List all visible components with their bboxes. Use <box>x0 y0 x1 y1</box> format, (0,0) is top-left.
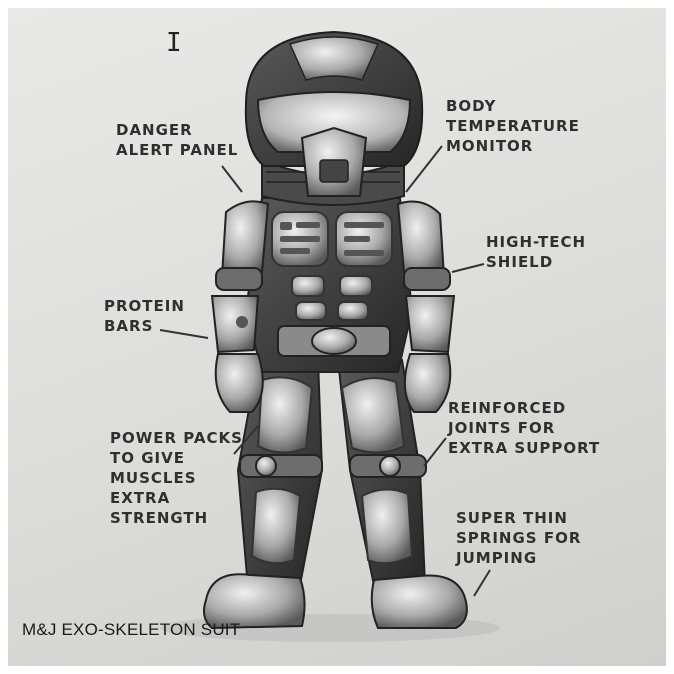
high-tech-shield-band <box>404 268 450 290</box>
diagram-caption: M&J EXO-SKELETON SUIT <box>22 620 240 640</box>
knee-joint-left <box>240 455 322 477</box>
glove-right <box>405 354 450 412</box>
label-reinforced-joints: REINFORCED JOINTS FOR EXTRA SUPPORT <box>448 398 600 458</box>
label-danger-alert-panel: DANGER ALERT PANEL <box>116 120 238 160</box>
label-protein-bars: PROTEIN BARS <box>104 296 185 336</box>
power-pack-right <box>342 378 404 452</box>
glove-left <box>216 354 263 412</box>
text-cursor-icon: I <box>166 28 182 58</box>
label-body-temperature-monitor: BODY TEMPERATURE MONITOR <box>446 96 580 156</box>
high-tech-shield <box>406 296 454 352</box>
knee-bolt-left <box>256 456 276 476</box>
shin-plate-right <box>362 489 412 563</box>
label-power-packs: POWER PACKS TO GIVE MUSCLES EXTRA STRENG… <box>110 428 243 528</box>
protein-bar-pouch <box>212 296 258 352</box>
boot-right <box>372 576 467 628</box>
shin-plate-left <box>252 489 300 563</box>
label-super-thin-springs: SUPER THIN SPRINGS FOR JUMPING <box>456 508 581 568</box>
torso <box>246 198 412 372</box>
power-pack-left <box>258 377 312 452</box>
belt-buckle <box>312 328 356 354</box>
shoulder-left <box>222 201 268 276</box>
label-high-tech-shield: HIGH-TECH SHIELD <box>486 232 586 272</box>
helmet <box>246 32 422 205</box>
shoulder-right <box>398 202 444 276</box>
knee-bolt-right <box>380 456 400 476</box>
